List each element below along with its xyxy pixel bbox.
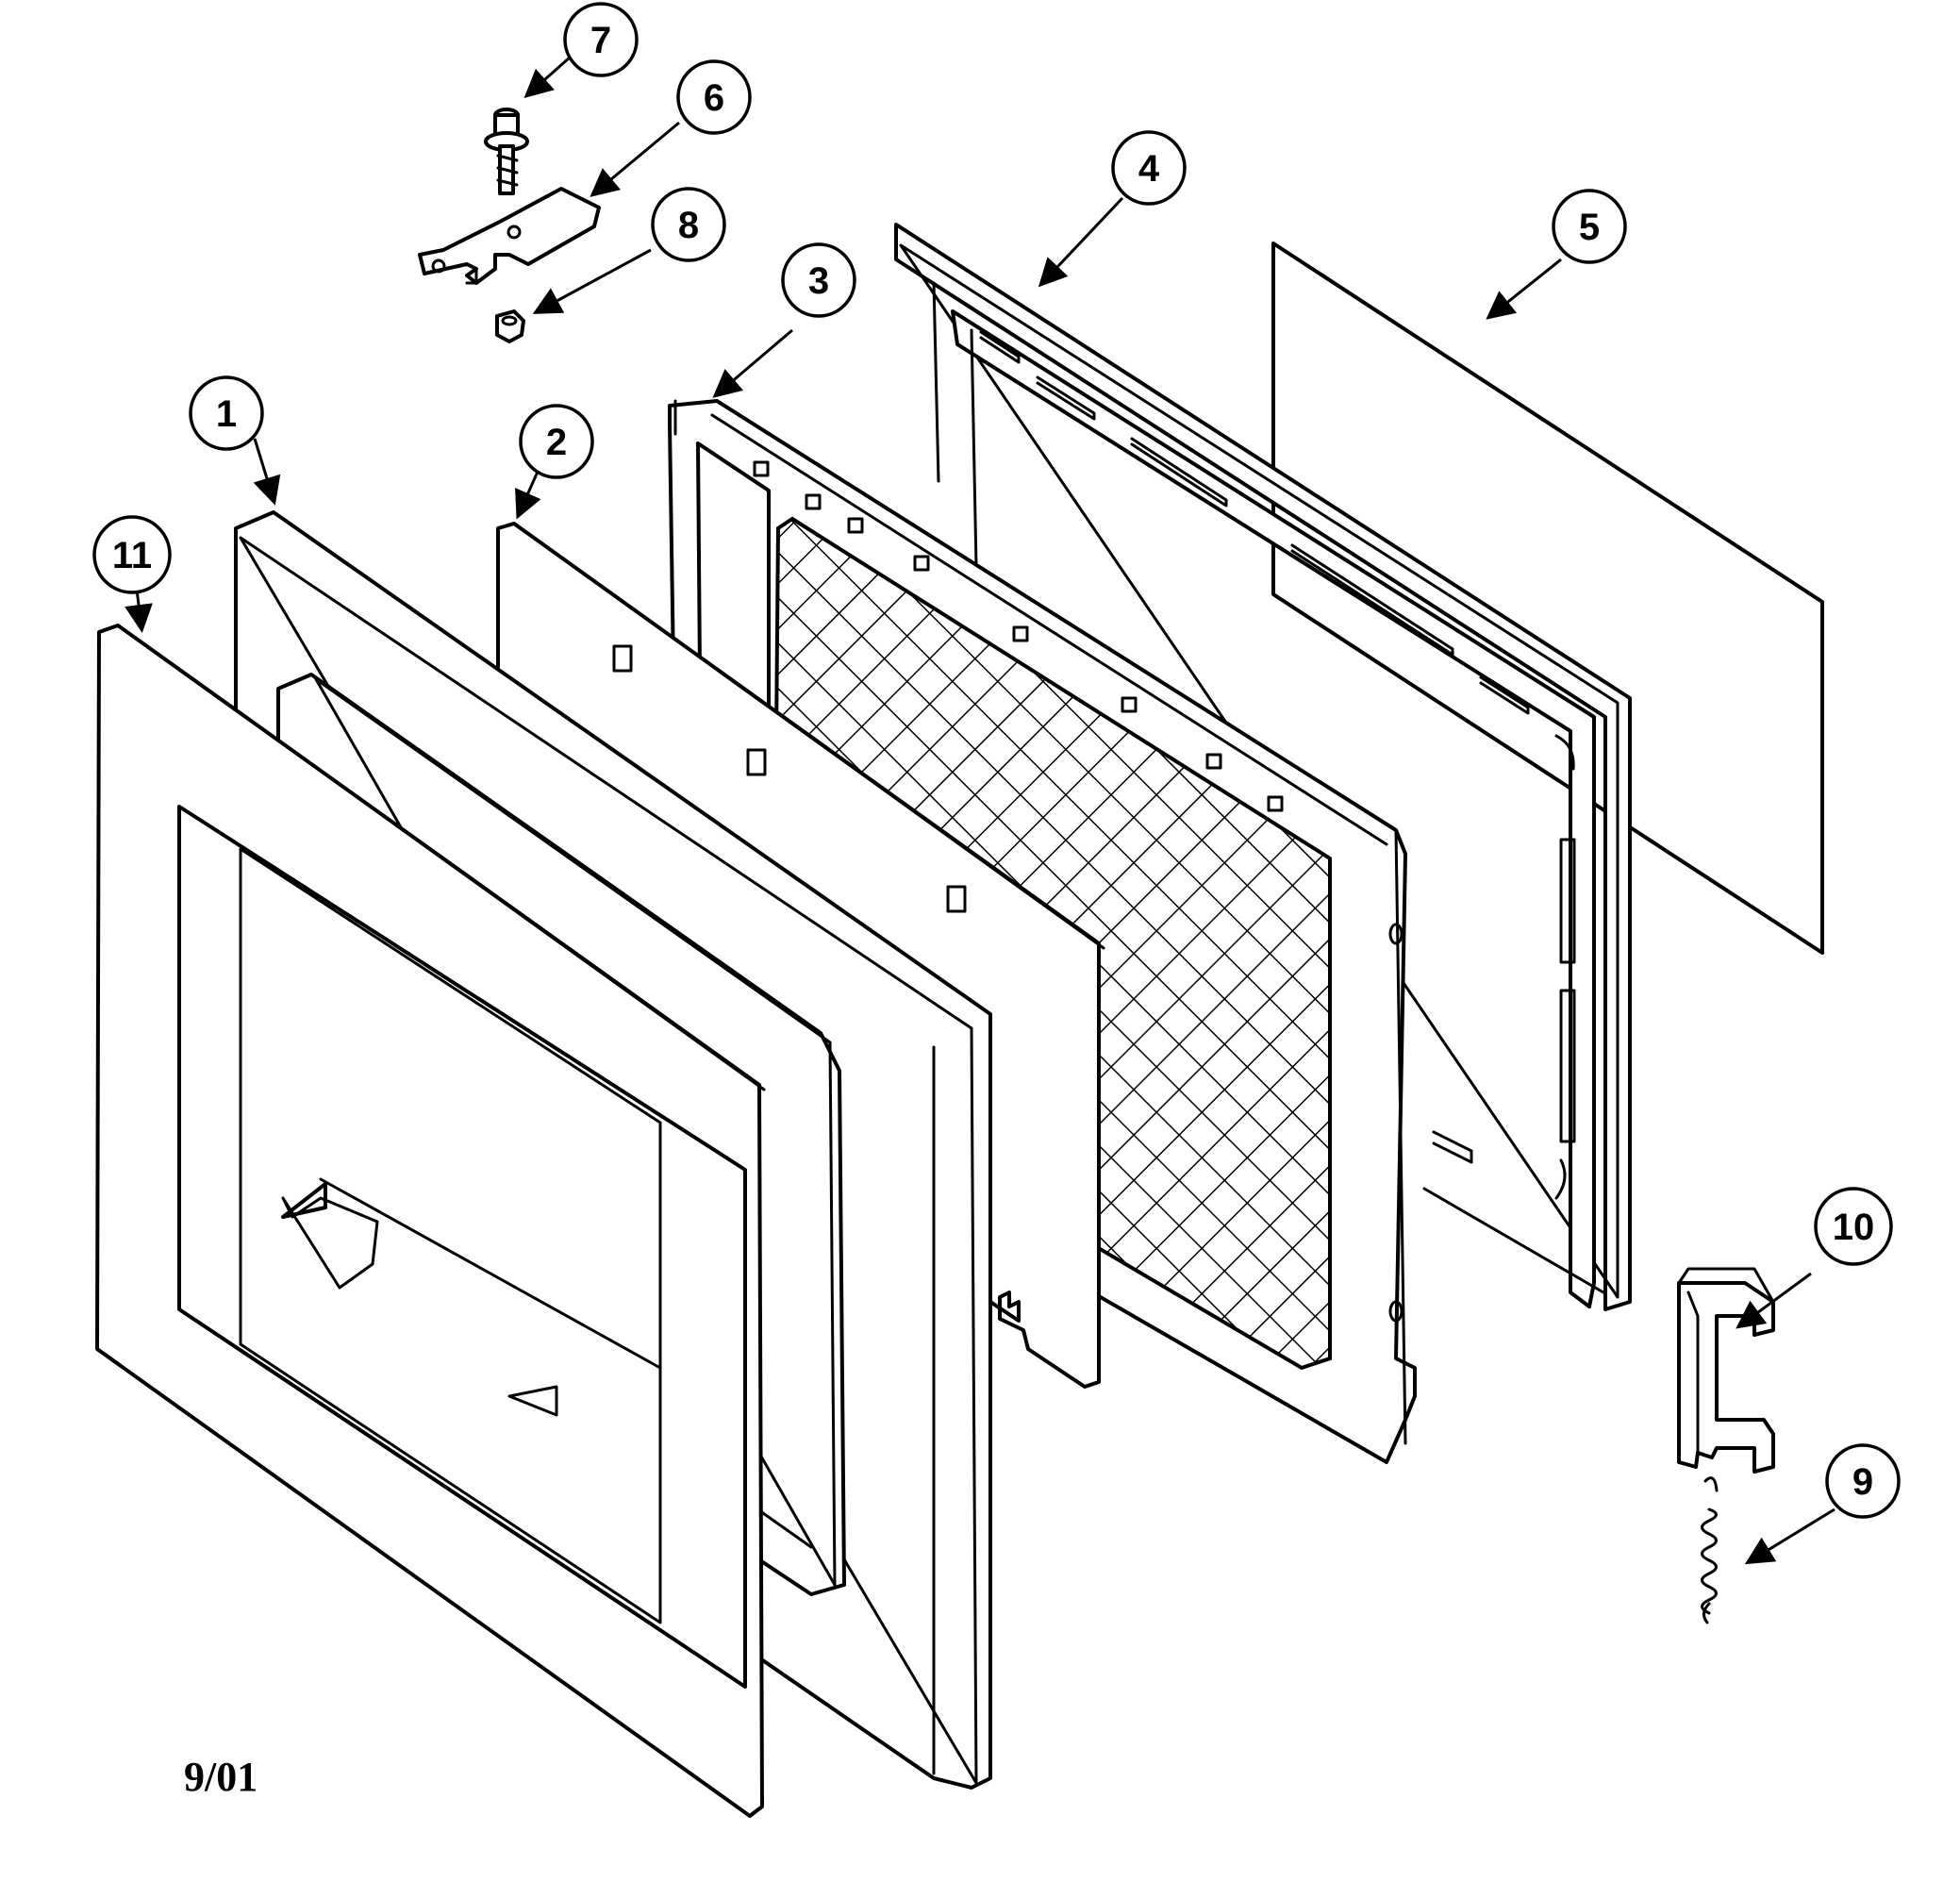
part-11-front-panel — [95, 624, 766, 1818]
callout-7-label: 7 — [590, 20, 611, 61]
part-9-spring — [1701, 1476, 1719, 1624]
callout-8-label: 8 — [678, 205, 699, 246]
callout-4-label: 4 — [1138, 148, 1160, 190]
callout-1: 1 — [189, 375, 264, 451]
callout-2: 2 — [519, 404, 594, 479]
part-8-hex-nut — [495, 309, 525, 343]
callout-3-label: 3 — [808, 260, 829, 302]
leader-lines — [125, 55, 1835, 1565]
callout-7: 7 — [563, 2, 639, 77]
callout-11-label: 11 — [112, 535, 152, 576]
part-6-hinge-bracket — [418, 187, 601, 285]
callout-3: 3 — [781, 242, 856, 318]
callout-9-label: 9 — [1852, 1461, 1873, 1503]
callout-6: 6 — [676, 59, 752, 135]
callout-1-label: 1 — [216, 393, 237, 435]
part-4-inner-frame — [894, 223, 1632, 1311]
part-10-latch-bracket — [1677, 1267, 1775, 1474]
callout-8: 8 — [651, 187, 726, 262]
callout-11: 11 — [92, 515, 172, 594]
date-code: 9/01 — [184, 1754, 257, 1800]
callout-9: 9 — [1825, 1443, 1901, 1519]
callout-10: 10 — [1814, 1187, 1893, 1266]
callout-10-label: 10 — [1833, 1207, 1875, 1248]
callout-5: 5 — [1552, 189, 1627, 264]
part-7-shoulder-screw — [484, 108, 529, 195]
callout-4: 4 — [1111, 130, 1187, 206]
callout-6-label: 6 — [704, 77, 724, 119]
callout-5-label: 5 — [1579, 207, 1600, 248]
callout-2-label: 2 — [546, 422, 567, 463]
